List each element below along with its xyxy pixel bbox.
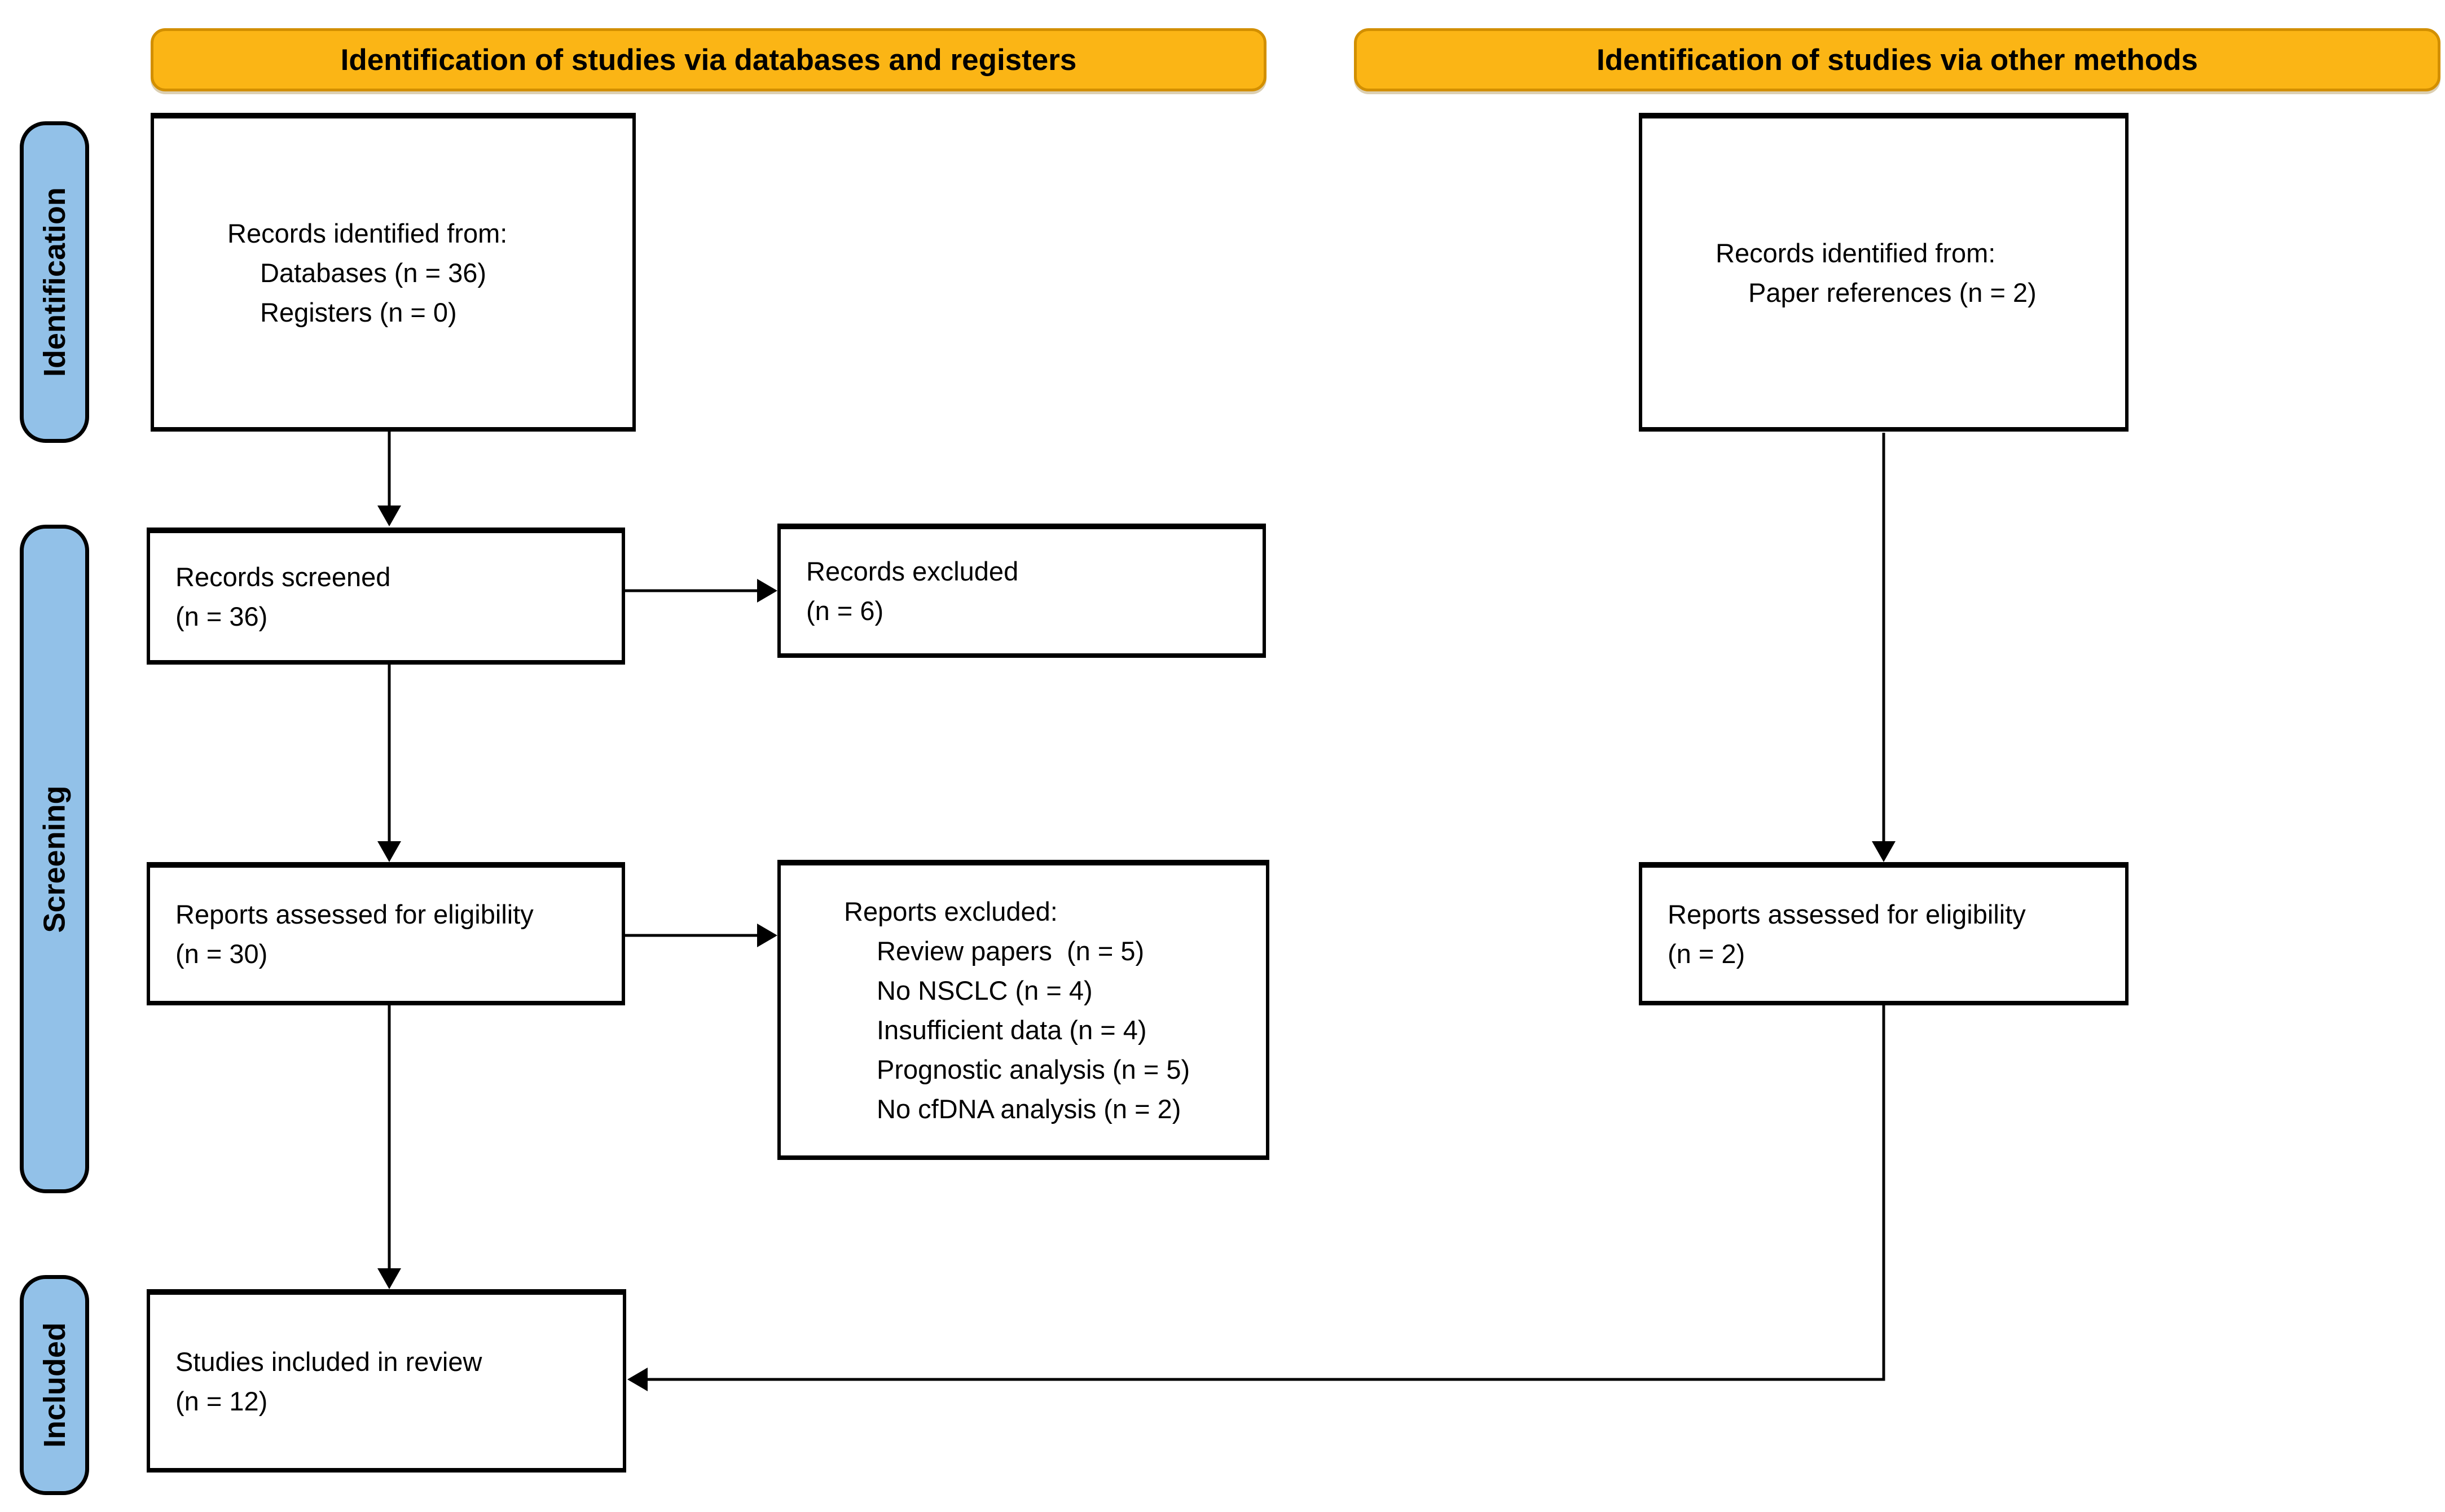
box-line: (n = 6) — [806, 596, 884, 626]
side-label-screening-text: Screening — [37, 785, 72, 933]
box-line: Records identified from: — [1716, 238, 1996, 268]
box-reports-excluded: Reports excluded: Review papers (n = 5) … — [777, 860, 1269, 1160]
box-line: No cfDNA analysis (n = 2) — [877, 1094, 1181, 1124]
banner-other-methods-label: Identification of studies via other meth… — [1596, 43, 2198, 77]
box-line: Records screened — [175, 561, 391, 592]
side-label-included-text: Included — [37, 1322, 72, 1448]
side-label-identification-text: Identification — [37, 187, 72, 377]
side-label-included: Included — [20, 1275, 89, 1495]
box-line: Prognostic analysis (n = 5) — [877, 1054, 1190, 1084]
banner-databases-registers-label: Identification of studies via databases … — [340, 43, 1077, 77]
arrow-screened-to-excluded — [625, 579, 777, 603]
box-line: Paper references (n = 2) — [1748, 277, 2037, 307]
box-line: (n = 30) — [175, 939, 268, 969]
box-reports-assessed-eligibility-databases: Reports assessed for eligibility (n = 30… — [147, 862, 625, 1005]
box-line: (n = 2) — [1668, 939, 1745, 969]
box-line: Reports assessed for eligibility — [175, 899, 534, 929]
arrow-screened-to-assessed — [377, 665, 401, 862]
box-records-identified-databases: Records identified from: Databases (n = … — [151, 113, 636, 432]
box-line: Insufficient data (n = 4) — [877, 1015, 1147, 1045]
arrow-identified-to-screened — [377, 432, 401, 526]
arrow-assessed-to-reports-excluded — [625, 924, 777, 947]
banner-databases-registers: Identification of studies via databases … — [151, 28, 1267, 91]
box-line: (n = 36) — [175, 601, 268, 631]
box-line: Registers (n = 0) — [260, 297, 457, 327]
box-records-screened: Records screened (n = 36) — [147, 528, 625, 665]
side-label-screening: Screening — [20, 525, 89, 1193]
arrow-assessed-to-included — [377, 1005, 401, 1289]
box-records-identified-other: Records identified from: Paper reference… — [1639, 113, 2129, 432]
box-line: Studies included in review — [175, 1346, 482, 1377]
box-line: Databases (n = 36) — [260, 257, 487, 288]
box-reports-assessed-eligibility-other: Reports assessed for eligibility (n = 2) — [1639, 862, 2129, 1005]
box-line: Reports assessed for eligibility — [1668, 899, 2026, 929]
box-line: Records identified from: — [227, 218, 508, 248]
box-line: Records excluded — [806, 556, 1019, 586]
arrow-other-identified-to-assessed — [1872, 433, 1896, 862]
side-label-identification: Identification — [20, 121, 89, 443]
box-line: Reports excluded: — [844, 896, 1058, 926]
box-studies-included: Studies included in review (n = 12) — [147, 1289, 626, 1473]
box-line: (n = 12) — [175, 1386, 268, 1416]
box-records-excluded: Records excluded (n = 6) — [777, 524, 1266, 658]
box-line: Review papers (n = 5) — [877, 936, 1145, 966]
box-line: No NSCLC (n = 4) — [877, 975, 1093, 1005]
banner-other-methods: Identification of studies via other meth… — [1354, 28, 2440, 91]
